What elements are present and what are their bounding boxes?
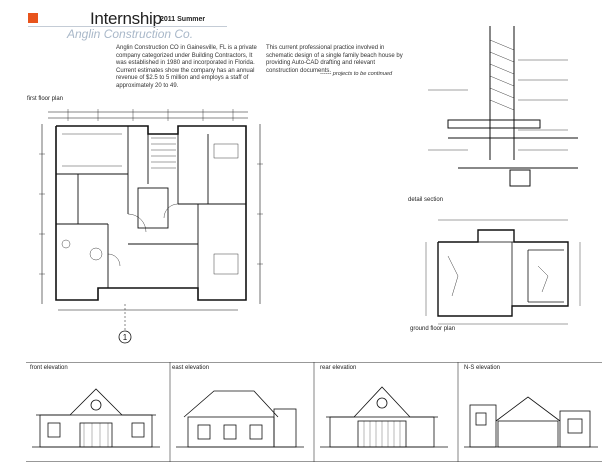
- ground-floor-plan-label: ground floor plan: [410, 326, 456, 332]
- elevations-frame: [26, 362, 602, 462]
- accent-square: [28, 13, 38, 23]
- page-title: Internship: [90, 9, 162, 28]
- company-paragraph: Anglin Construction CO in Gainesville, F…: [116, 45, 257, 89]
- detail-section-label: detail section: [408, 197, 444, 203]
- title-rule: [28, 26, 227, 27]
- continued-note: ------ projects to be continued: [320, 71, 393, 77]
- company-subtitle: Anglin Construction Co.: [67, 27, 194, 41]
- practice-paragraph: This current professional practice invol…: [266, 45, 403, 74]
- first-floor-plan-label: first floor plan: [27, 96, 64, 102]
- ns-elevation-drawing: [464, 396, 598, 448]
- ground-floor-plan-drawing: [425, 219, 581, 325]
- front-elevation-drawing: [32, 388, 160, 448]
- east-elevation-label: east elevation: [172, 365, 210, 371]
- season-label: 2011 Summer: [160, 16, 206, 23]
- ns-elevation-label: N-S elevation: [464, 365, 501, 371]
- front-elevation-label: front elevation: [30, 365, 68, 371]
- grid-marker: 1: [123, 333, 128, 342]
- rear-elevation-drawing: [320, 386, 448, 448]
- east-elevation-drawing: [176, 390, 304, 448]
- first-floor-plan-drawing: 1: [39, 109, 263, 344]
- rear-elevation-label: rear elevation: [320, 365, 357, 371]
- detail-section-drawing: [428, 26, 578, 187]
